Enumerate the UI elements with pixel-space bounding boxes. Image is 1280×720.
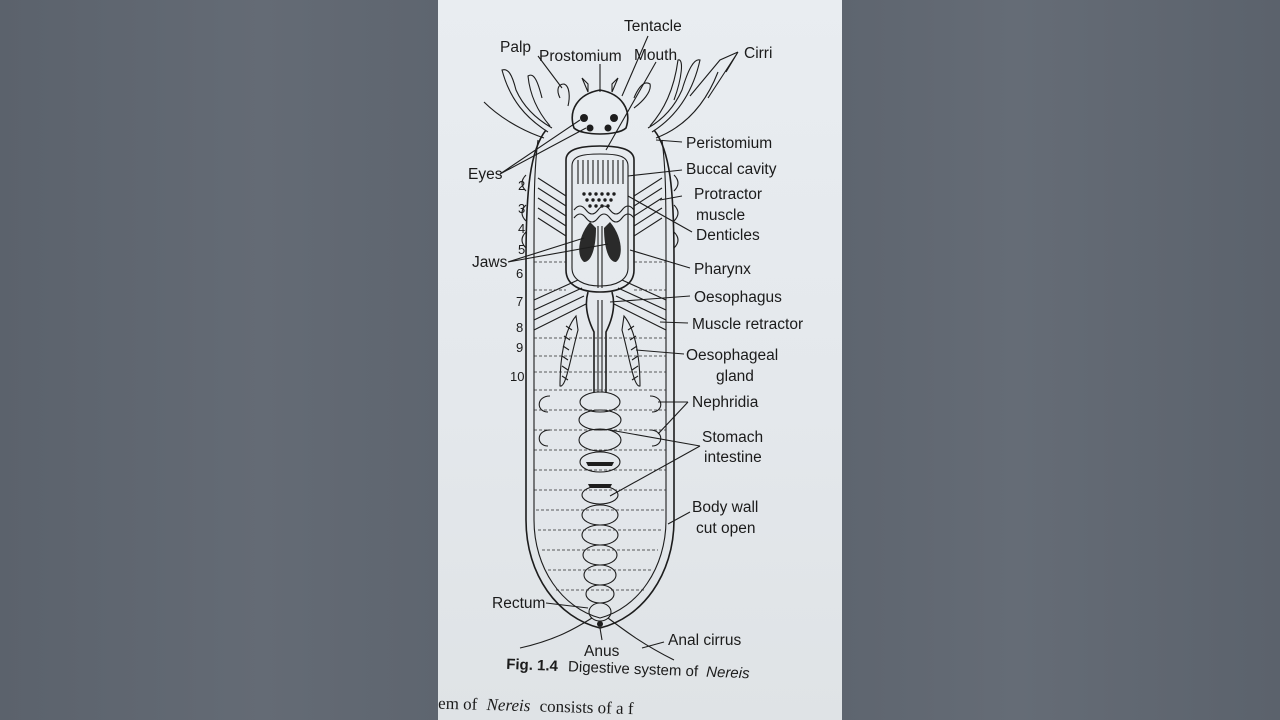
label-cirri: Cirri (744, 45, 772, 62)
head (483, 59, 719, 139)
segment-number: 8 (516, 320, 523, 335)
eye-dot (610, 114, 618, 122)
pharynx-region (565, 145, 635, 293)
denticles-dots (582, 192, 616, 208)
label-buccal-cavity: Buccal cavity (686, 161, 777, 178)
segment-lines (534, 261, 666, 591)
label-oesophagus: Oesophagus (694, 289, 782, 306)
nephridia (538, 395, 662, 447)
leader-lines (499, 35, 739, 649)
label-rectum: Rectum (492, 595, 545, 612)
segment-number: 5 (518, 242, 525, 257)
figure-number: Fig. 1.4 (506, 656, 559, 675)
label-palp: Palp (500, 39, 531, 56)
label-muscle-retractor: Muscle retractor (692, 316, 803, 333)
figure-caption-text: Digestive system of (568, 658, 699, 680)
oesophagus (559, 291, 641, 392)
label-mouth: Mouth (634, 47, 677, 64)
body-outline (521, 129, 679, 629)
label-nephridia: Nephridia (692, 394, 759, 411)
segment-number: 2 (518, 178, 525, 193)
book-page: Palp Prostomium Tentacle Mouth Cirri Per… (438, 0, 842, 720)
label-stomach: Stomach (702, 429, 763, 446)
label-pharynx: Pharynx (694, 261, 751, 278)
eye-dot (580, 114, 588, 122)
stomach-intestine (578, 391, 622, 627)
right-blur-panel (842, 0, 1280, 720)
figure-caption-italic: Nereis (706, 664, 750, 683)
label-protractor-muscle: muscle (696, 207, 745, 224)
segment-numbers: 2 3 4 5 6 7 8 9 10 (510, 178, 525, 384)
svg-text:Fig. 1.4 Digestive s: Fig. 1.4 Digestive system of Nereis (506, 656, 750, 682)
label-body-wall-cut-open: cut open (696, 520, 755, 537)
label-anal-cirrus: Anal cirrus (668, 632, 741, 649)
label-tentacle: Tentacle (624, 18, 682, 35)
segment-number: 9 (516, 340, 523, 355)
label-oesophageal: Oesophageal (686, 347, 778, 364)
anus-opening (597, 621, 603, 627)
footer-text-end: consists of a f (539, 696, 634, 718)
svg-text:em of Nereis: em of Nereis consists of a f (438, 694, 634, 718)
anal-cirri (519, 617, 675, 661)
jaw-right (604, 222, 621, 262)
label-jaws: Jaws (472, 254, 508, 271)
footer-text-start: em of (438, 694, 478, 714)
label-peristomium: Peristomium (686, 135, 772, 152)
label-prostomium: Prostomium (539, 48, 622, 65)
label-denticles: Denticles (696, 227, 760, 244)
segment-number: 6 (516, 266, 523, 281)
eye-dot (604, 124, 612, 132)
footer-text-italic: Nereis (485, 695, 531, 715)
figure-caption: Fig. 1.4 Digestive system of Nereis (506, 656, 750, 682)
label-protractor: Protractor (694, 186, 762, 203)
label-stomach-intestine: intestine (704, 449, 762, 466)
segment-number: 10 (510, 369, 524, 384)
label-oesophageal-gland: gland (716, 368, 754, 385)
segment-number: 7 (516, 294, 523, 309)
jaw-left (579, 222, 596, 262)
segment-number: 4 (518, 221, 525, 236)
nereis-diagram: Palp Prostomium Tentacle Mouth Cirri Per… (438, 18, 803, 718)
label-eyes: Eyes (468, 166, 503, 183)
footer-text: em of Nereis consists of a f (438, 694, 634, 718)
label-body-wall: Body wall (692, 499, 758, 516)
left-blur-panel (0, 0, 438, 720)
label-anus: Anus (584, 643, 620, 660)
segment-number: 3 (518, 201, 525, 216)
eye-dot (586, 124, 594, 132)
